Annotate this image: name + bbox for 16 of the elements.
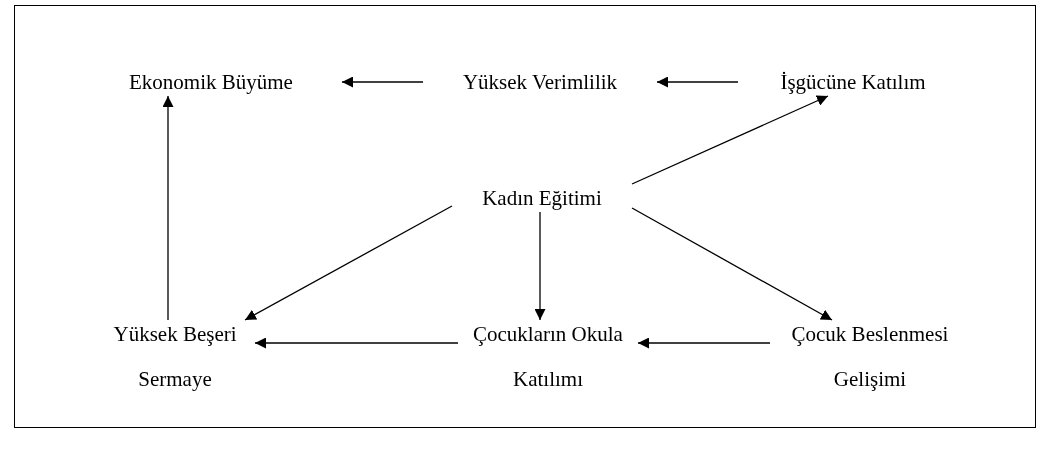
node-label: Çocukların Okula Katılımı xyxy=(472,321,624,393)
arrow xyxy=(631,95,829,185)
arrow xyxy=(341,76,424,88)
node-label: Kadın Eğitimi xyxy=(482,185,602,212)
arrow xyxy=(656,76,739,88)
arrow xyxy=(244,205,453,321)
node-label: Ekonomik Büyüme xyxy=(129,69,293,96)
arrow xyxy=(162,95,174,321)
node-label: Çocuk Beslenmesi Gelişimi xyxy=(790,321,950,393)
node-label: Yüksek Verimlilik xyxy=(462,69,618,96)
arrow xyxy=(631,207,833,321)
arrow xyxy=(534,211,546,321)
arrow xyxy=(637,337,771,349)
arrow xyxy=(254,337,459,349)
node-label: Yüksek Beşeri Sermaye xyxy=(112,321,238,393)
node-label: İşgücüne Katılım xyxy=(780,69,926,96)
